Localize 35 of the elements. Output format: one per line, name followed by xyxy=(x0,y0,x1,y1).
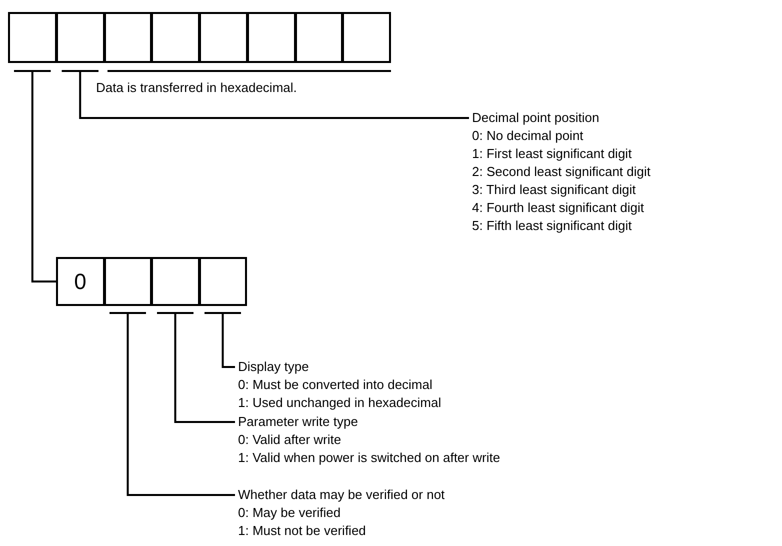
option-text: 1: Valid when power is switched on after write xyxy=(238,449,500,467)
option-text: 0: Must be converted into decimal xyxy=(238,376,434,394)
option-text: 3: Third least significant digit xyxy=(472,181,637,199)
description-heading: Whether data may be verified or not xyxy=(238,486,445,504)
digit-cell xyxy=(104,257,152,306)
leader-line xyxy=(31,71,56,282)
digit-cell xyxy=(56,257,104,306)
digit-cell xyxy=(104,12,152,63)
digit-cell xyxy=(199,12,248,63)
option-text: 0: Valid after write xyxy=(238,431,342,449)
description-heading: Display type xyxy=(238,358,310,376)
option-text: 0: No decimal point xyxy=(472,127,584,145)
option-text: 1: Used unchanged in hexadecimal xyxy=(238,394,442,412)
option-text: 2: Second least significant digit xyxy=(472,163,650,181)
description-heading: Parameter write type xyxy=(238,413,359,431)
digit-cell xyxy=(294,12,344,63)
digit-cell xyxy=(198,257,247,306)
digit-value: 0 xyxy=(74,268,86,294)
digit-cell xyxy=(342,12,391,63)
digit-cell xyxy=(151,257,200,306)
leader-line xyxy=(222,314,235,368)
option-text: 4: Fourth least significant digit xyxy=(472,199,645,217)
digit-cell xyxy=(246,12,296,63)
option-text: 0: May be verified xyxy=(238,504,342,522)
note-text: Data is transferred in hexadecimal. xyxy=(96,80,297,95)
option-text: 1: Must not be verified xyxy=(238,522,367,540)
option-text: 5: Fifth least significant digit xyxy=(472,217,633,235)
description-heading: Decimal point position xyxy=(472,109,600,127)
option-text: 1: First least significant digit xyxy=(472,145,633,163)
leader-line xyxy=(79,71,469,119)
digit-cell xyxy=(151,12,200,63)
leader-line xyxy=(174,314,235,423)
digit-cell xyxy=(8,12,57,63)
digit-cell xyxy=(56,12,104,63)
leader-line xyxy=(126,314,235,496)
